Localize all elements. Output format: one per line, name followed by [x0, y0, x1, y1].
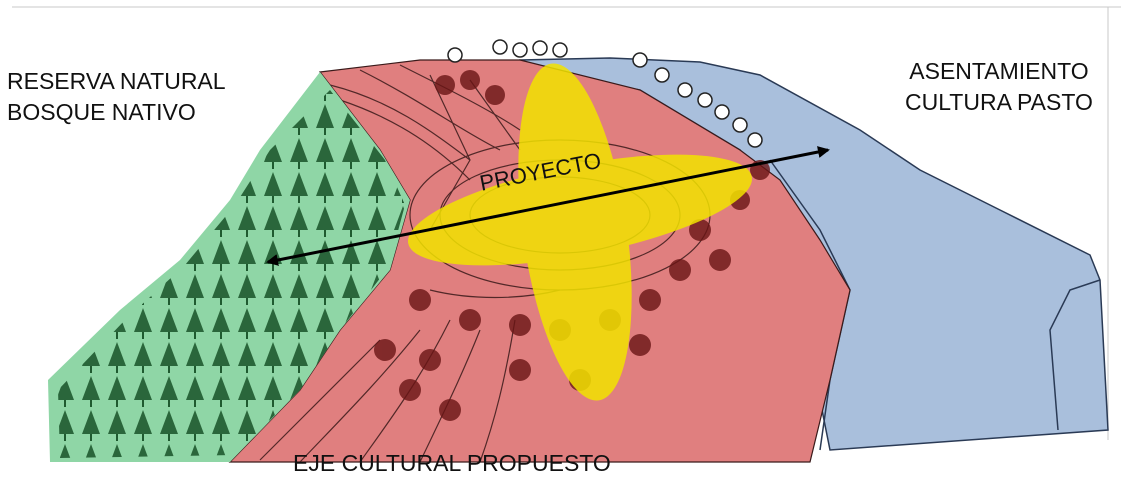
- bottom-mask: [0, 465, 1121, 478]
- cultural-axis-arrow: [266, 146, 830, 266]
- reserva-label-line1: RESERVA NATURAL: [7, 68, 226, 94]
- eje-cultural-label: EJE CULTURAL PROPUESTO: [293, 450, 611, 476]
- asentamiento-label-line2: CULTURA PASTO: [905, 89, 1093, 115]
- reserva-natural-label: RESERVA NATURAL BOSQUE NATIVO: [7, 66, 226, 128]
- reserva-label-line2: BOSQUE NATIVO: [7, 99, 196, 125]
- asentamiento-label: ASENTAMIENTO CULTURA PASTO: [905, 56, 1093, 118]
- asentamiento-label-line1: ASENTAMIENTO: [909, 58, 1089, 84]
- asentamiento-building-outline: [1049, 279, 1101, 431]
